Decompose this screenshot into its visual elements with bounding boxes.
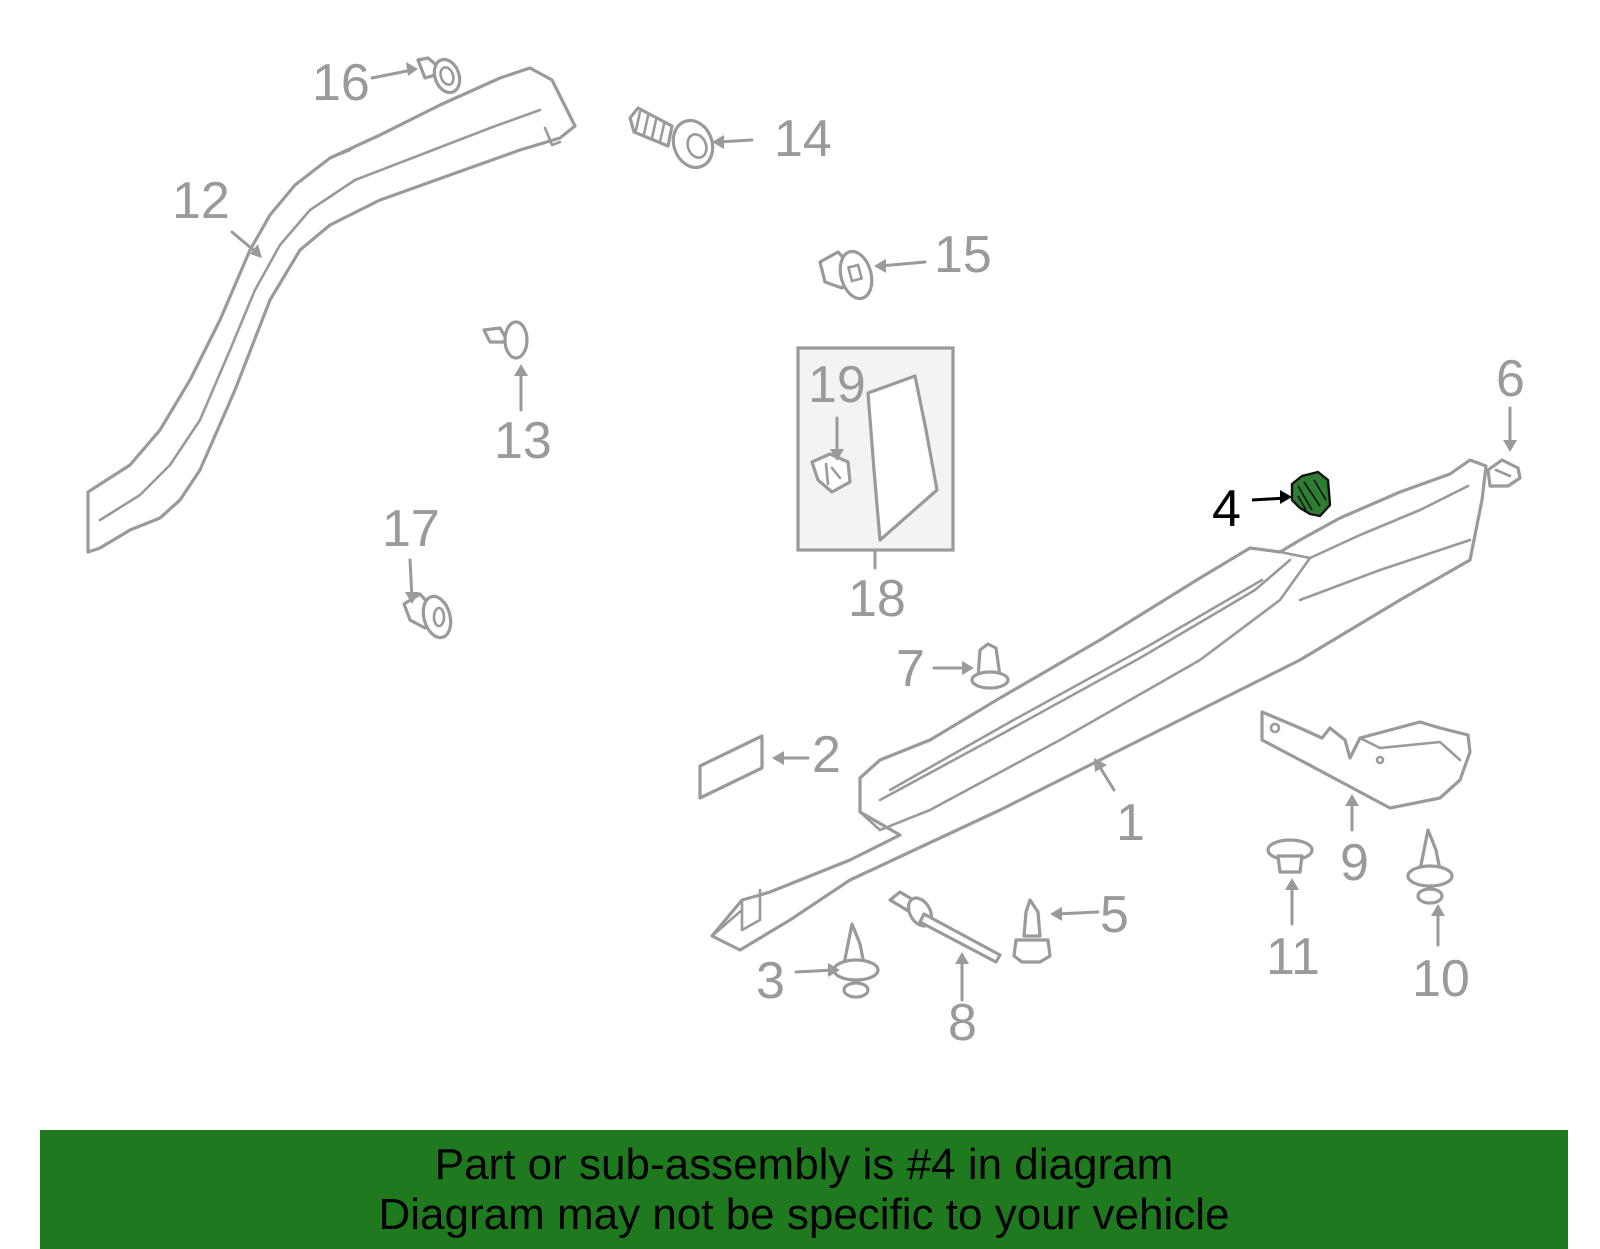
callout-13: 13 xyxy=(494,412,552,470)
callout-7: 7 xyxy=(896,640,925,698)
info-banner: Part or sub-assembly is #4 in diagram Di… xyxy=(40,1130,1568,1249)
part-5-bolt xyxy=(1012,898,1052,964)
callout-10: 10 xyxy=(1412,950,1470,1008)
part-8-rivet xyxy=(888,890,1002,964)
callout-16: 16 xyxy=(312,54,370,112)
callout-14: 14 xyxy=(774,110,832,168)
callout-6: 6 xyxy=(1496,350,1525,408)
part-3-clip xyxy=(832,922,880,999)
part-1-sill-molding xyxy=(710,458,1488,952)
callout-2: 2 xyxy=(812,726,841,784)
callout-8: 8 xyxy=(948,994,977,1052)
leader-4-highlighted xyxy=(1251,490,1292,504)
callout-11: 11 xyxy=(1266,928,1320,986)
callout-9: 9 xyxy=(1340,834,1369,892)
banner-line-1: Part or sub-assembly is #4 in diagram xyxy=(434,1140,1174,1189)
callout-3: 3 xyxy=(756,952,785,1010)
part-13-pin xyxy=(482,320,529,360)
callout-4: 4 xyxy=(1212,480,1241,538)
part-12-pillar-trim xyxy=(86,66,577,554)
callout-12: 12 xyxy=(172,172,230,230)
callout-1: 1 xyxy=(1116,794,1145,852)
inset-box-18 xyxy=(796,346,955,552)
part-16-clip xyxy=(416,56,462,95)
callout-18: 18 xyxy=(848,570,906,628)
callout-15: 15 xyxy=(934,226,992,284)
part-9-bracket xyxy=(1260,710,1472,810)
callout-17: 17 xyxy=(382,500,440,558)
part-7-nut xyxy=(970,642,1010,690)
part-15-grommet xyxy=(818,249,874,301)
part-11-pushpin xyxy=(1266,838,1314,874)
part-14-bolt xyxy=(628,106,715,170)
part-4-clip-highlighted xyxy=(1290,470,1332,518)
part-17-grommet xyxy=(402,592,453,640)
parts-diagram: 16 14 15 12 13 17 19 18 6 4 7 2 1 9 11 1… xyxy=(86,54,1525,1052)
part-6-clip xyxy=(1486,458,1522,488)
callout-5: 5 xyxy=(1100,886,1129,944)
callouts: 16 14 15 12 13 17 19 18 6 4 7 2 1 9 11 1… xyxy=(172,54,1525,1052)
callout-19: 19 xyxy=(808,356,866,414)
leader-lines xyxy=(230,62,1517,1002)
part-2-label xyxy=(698,734,764,800)
part-10-clip xyxy=(1406,828,1454,905)
banner-line-2: Diagram may not be specific to your vehi… xyxy=(378,1190,1230,1239)
